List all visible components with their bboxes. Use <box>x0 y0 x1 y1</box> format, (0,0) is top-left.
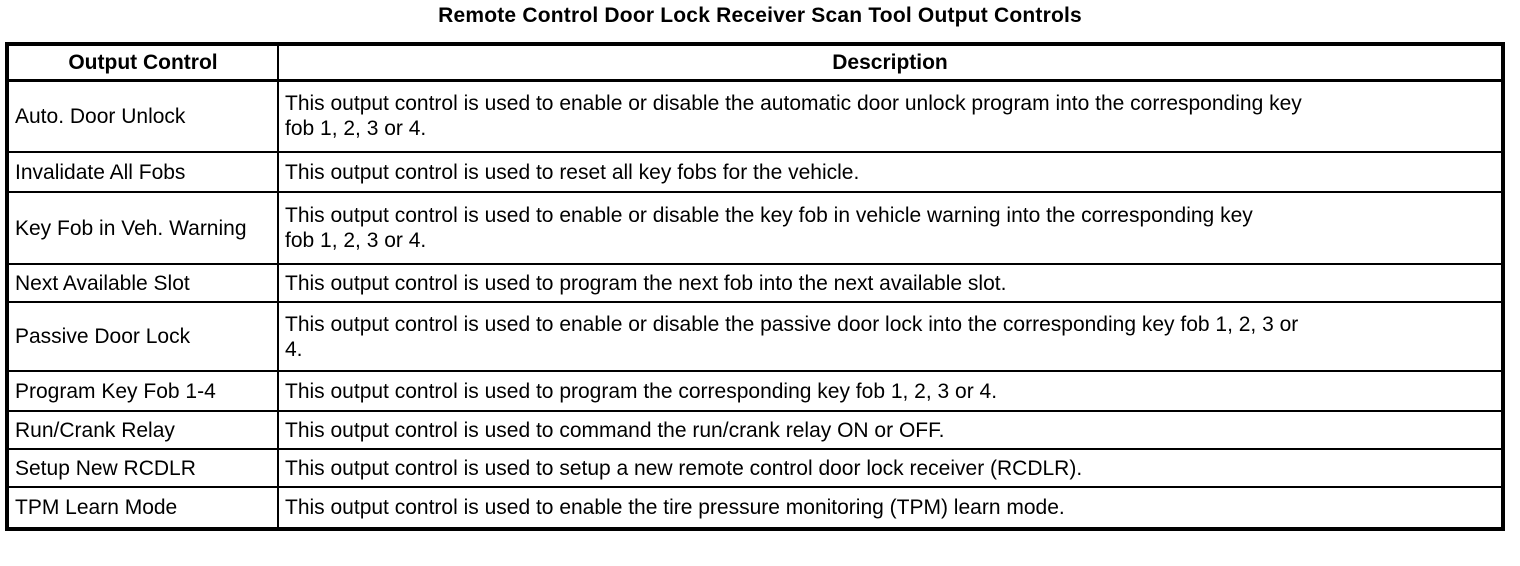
table-row: Auto. Door Unlock This output control is… <box>6 79 1504 153</box>
page-title: Remote Control Door Lock Receiver Scan T… <box>438 4 1082 27</box>
output-control-cell: Run/Crank Relay <box>6 410 279 450</box>
description-cell: This output control is used to program t… <box>277 263 1504 303</box>
output-control-cell: Key Fob in Veh. Warning <box>6 191 279 265</box>
output-control-cell: Auto. Door Unlock <box>6 79 279 153</box>
output-control-cell: Passive Door Lock <box>6 301 279 372</box>
output-controls-table: Output Control Description Auto. Door Un… <box>5 42 1505 531</box>
output-control-cell: Invalidate All Fobs <box>6 151 279 193</box>
table-header-row: Output Control Description <box>6 43 1504 82</box>
description-cell: This output control is used to enable or… <box>277 301 1504 372</box>
table-row: Program Key Fob 1-4 This output control … <box>6 370 1504 412</box>
description-cell: This output control is used to setup a n… <box>277 448 1504 488</box>
table-row: Next Available Slot This output control … <box>6 263 1504 303</box>
description-cell: This output control is used to command t… <box>277 410 1504 450</box>
output-control-cell: Next Available Slot <box>6 263 279 303</box>
output-control-cell: TPM Learn Mode <box>6 486 279 530</box>
description-cell: This output control is used to enable th… <box>277 486 1504 530</box>
description-cell: This output control is used to reset all… <box>277 151 1504 193</box>
table-row: Key Fob in Veh. Warning This output cont… <box>6 191 1504 265</box>
table-row: Invalidate All Fobs This output control … <box>6 151 1504 193</box>
table-row: Setup New RCDLR This output control is u… <box>6 448 1504 488</box>
table-row: Run/Crank Relay This output control is u… <box>6 410 1504 450</box>
table-row: Passive Door Lock This output control is… <box>6 301 1504 372</box>
description-cell: This output control is used to program t… <box>277 370 1504 412</box>
output-control-cell: Program Key Fob 1-4 <box>6 370 279 412</box>
table-row: TPM Learn Mode This output control is us… <box>6 486 1504 530</box>
column-header-description: Description <box>277 43 1504 82</box>
output-control-cell: Setup New RCDLR <box>6 448 279 488</box>
description-cell: This output control is used to enable or… <box>277 191 1504 265</box>
column-header-output-control: Output Control <box>6 43 279 82</box>
description-cell: This output control is used to enable or… <box>277 79 1504 153</box>
